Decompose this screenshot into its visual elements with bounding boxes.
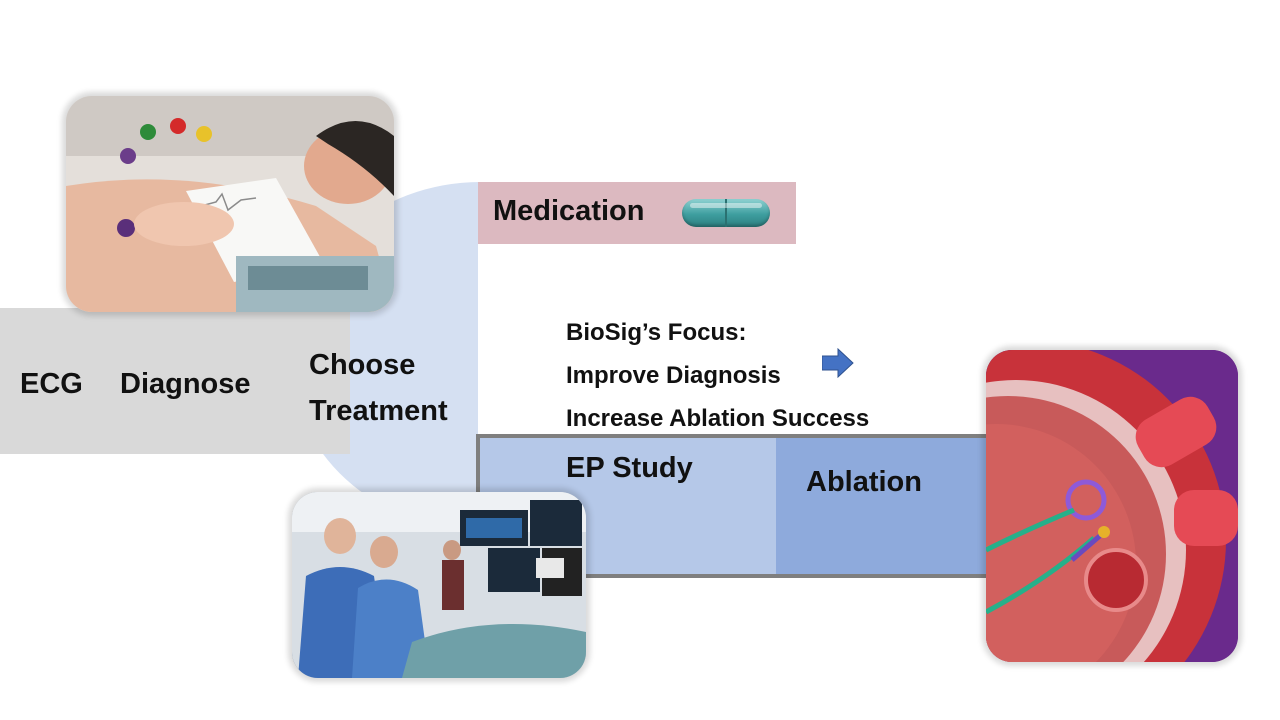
- ablation-cell: [776, 438, 988, 574]
- pill-seam: [725, 199, 727, 227]
- focus-improve-diagnosis: Improve Diagnosis: [566, 362, 781, 389]
- ecg-patient-photo: [66, 96, 394, 312]
- heart-ablation-illustration: [986, 350, 1238, 662]
- focus-increase-ablation-success: Increase Ablation Success: [566, 405, 870, 432]
- biosig-focus-text: BioSig’s Focus: Improve Diagnosis Increa…: [566, 311, 869, 440]
- diagnose-label: Diagnose: [120, 368, 251, 400]
- ep-study-label: EP Study: [566, 452, 693, 484]
- choose-treatment-label: Choose Treatment: [309, 342, 448, 434]
- medication-label: Medication: [493, 195, 645, 227]
- choose-treatment-line-2: Treatment: [309, 395, 448, 427]
- ecg-label: ECG: [20, 368, 83, 400]
- pill-highlight: [690, 203, 762, 208]
- ep-lab-photo: [292, 492, 586, 678]
- diagnose-band: [0, 308, 350, 454]
- choose-treatment-line-1: Choose: [309, 349, 416, 381]
- focus-heading: BioSig’s Focus:: [566, 319, 747, 346]
- right-arrow-icon: [822, 348, 854, 378]
- ablation-label: Ablation: [806, 466, 922, 498]
